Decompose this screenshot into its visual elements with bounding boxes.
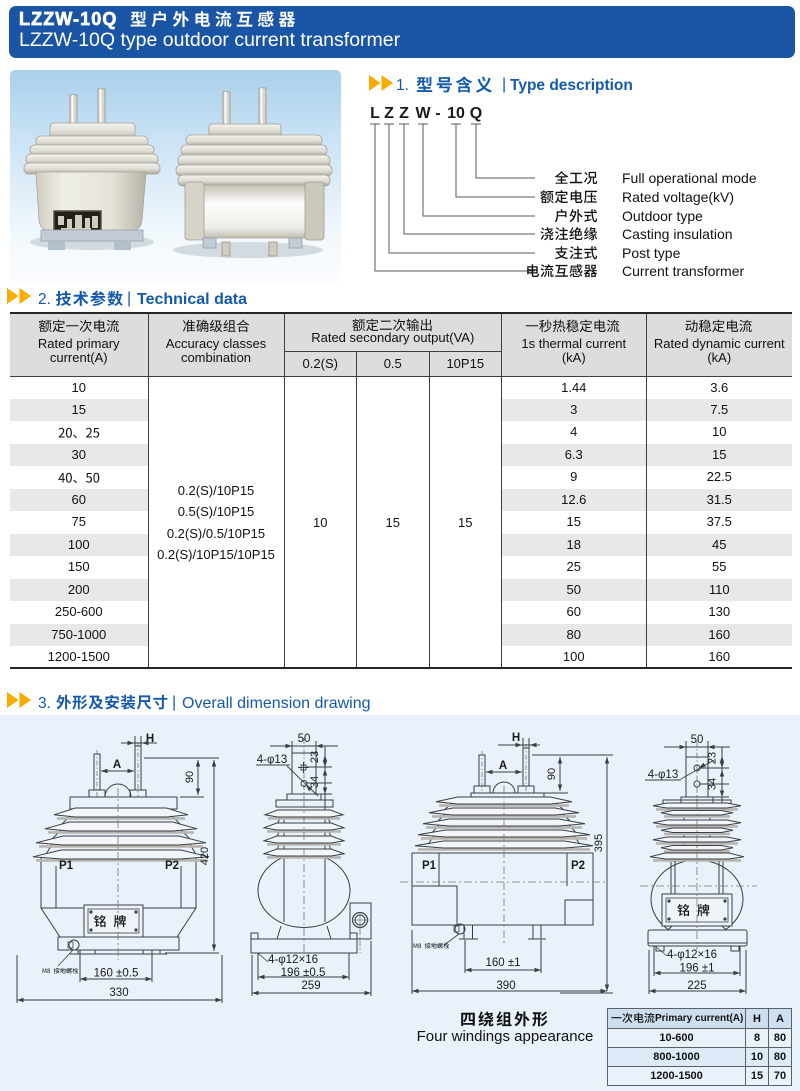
svg-text:395: 395 xyxy=(593,834,605,852)
svg-text:259: 259 xyxy=(301,980,320,992)
svg-text:4-φ13: 4-φ13 xyxy=(257,754,287,766)
svg-text:50: 50 xyxy=(691,734,704,746)
svg-text:90: 90 xyxy=(546,768,558,780)
svg-text:Post type: Post type xyxy=(622,245,681,261)
svg-text:34: 34 xyxy=(309,776,321,788)
svg-text:4-φ12×16: 4-φ12×16 xyxy=(268,954,318,966)
svg-text:330: 330 xyxy=(109,987,128,999)
svg-text:-: - xyxy=(435,105,440,122)
svg-text:Z: Z xyxy=(384,105,394,122)
svg-text:H: H xyxy=(512,732,520,744)
svg-text:196 ±1: 196 ±1 xyxy=(679,963,714,975)
svg-text:P2: P2 xyxy=(165,860,179,872)
svg-text:Current transformer: Current transformer xyxy=(622,263,744,279)
svg-text:A: A xyxy=(113,759,121,771)
svg-text:A: A xyxy=(499,760,507,772)
svg-text:160 ±0.5: 160 ±0.5 xyxy=(94,968,139,980)
svg-text:Z: Z xyxy=(399,105,409,122)
svg-text:50: 50 xyxy=(298,733,311,745)
svg-text:196 ±0.5: 196 ±0.5 xyxy=(281,967,326,979)
svg-text:4-φ13: 4-φ13 xyxy=(648,769,678,781)
svg-text:L: L xyxy=(370,105,380,122)
svg-text:P2: P2 xyxy=(571,860,585,872)
svg-text:23: 23 xyxy=(707,752,719,764)
svg-text:Q: Q xyxy=(470,105,482,122)
svg-text:Casting insulation: Casting insulation xyxy=(622,226,733,242)
svg-text:420: 420 xyxy=(199,847,211,865)
svg-text:4-φ12×16: 4-φ12×16 xyxy=(667,949,717,961)
svg-text:10: 10 xyxy=(447,105,465,122)
svg-text:160 ±1: 160 ±1 xyxy=(485,957,520,969)
svg-text:H: H xyxy=(146,733,154,745)
svg-text:Outdoor type: Outdoor type xyxy=(622,208,703,224)
svg-text:390: 390 xyxy=(496,980,515,992)
svg-text:P1: P1 xyxy=(422,860,437,872)
svg-text:P1: P1 xyxy=(59,860,74,872)
svg-text:23: 23 xyxy=(309,751,321,763)
svg-text:90: 90 xyxy=(184,771,196,783)
svg-text:W: W xyxy=(415,105,431,122)
svg-text:225: 225 xyxy=(687,980,706,992)
svg-text:Rated voltage(kV): Rated voltage(kV) xyxy=(622,189,734,205)
svg-text:Full operational mode: Full operational mode xyxy=(622,170,757,186)
